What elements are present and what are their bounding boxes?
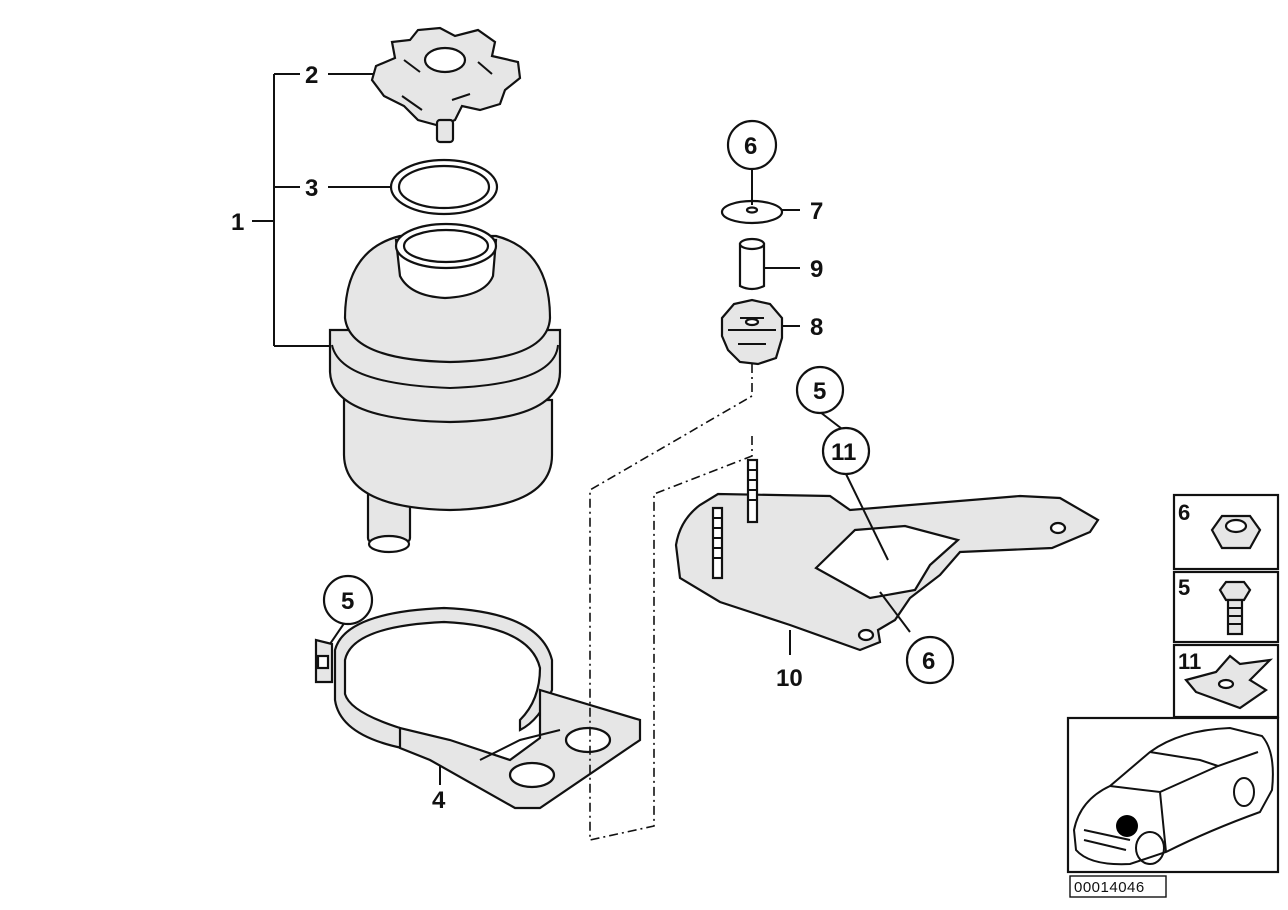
seal-ring[interactable] <box>389 158 499 216</box>
rubber-mount[interactable] <box>720 298 784 366</box>
reservoir-holder-clamp[interactable] <box>314 606 642 810</box>
callout-4[interactable]: 4 <box>432 787 446 814</box>
legend-label-11[interactable]: 11 <box>1178 649 1201 674</box>
fastener-legend: 6 5 11 <box>1172 493 1280 719</box>
hex-nut-icon <box>1210 514 1262 550</box>
reference-number: 00014046 <box>1069 875 1167 898</box>
washer[interactable] <box>720 199 784 225</box>
reference-number-text: 00014046 <box>1074 879 1145 896</box>
callout-5-bracket[interactable]: 5 <box>813 378 826 405</box>
legend-label-6[interactable]: 6 <box>1178 500 1190 525</box>
callout-3[interactable]: 3 <box>305 175 318 202</box>
callout-10[interactable]: 10 <box>776 665 803 692</box>
callout-numbers: 1 2 3 4 5 6 7 9 8 5 11 10 6 <box>231 62 935 814</box>
spring-clip-icon <box>1184 654 1274 710</box>
callout-1[interactable]: 1 <box>231 209 244 236</box>
hex-bolt-icon <box>1218 580 1252 636</box>
callout-7[interactable]: 7 <box>810 198 823 225</box>
group-bracket-lines <box>252 73 392 347</box>
callout-circles <box>322 119 955 685</box>
reservoir-cap[interactable] <box>370 26 522 144</box>
legend-label-5[interactable]: 5 <box>1178 575 1190 600</box>
car-location-icon <box>1072 726 1274 866</box>
callout-9[interactable]: 9 <box>810 256 823 283</box>
callout-6-bracket[interactable]: 6 <box>922 648 935 675</box>
expansion-tank[interactable] <box>328 222 562 554</box>
callout-8[interactable]: 8 <box>810 314 823 341</box>
callout-11-bracket[interactable]: 11 <box>831 439 856 466</box>
callout-5-clamp[interactable]: 5 <box>341 588 354 615</box>
vehicle-locator-thumbnail <box>1066 716 1280 874</box>
spacer-sleeve[interactable] <box>738 237 766 291</box>
location-marker <box>1116 815 1138 837</box>
callout-6-top[interactable]: 6 <box>744 133 757 160</box>
leader-lines <box>329 170 911 785</box>
callout-2[interactable]: 2 <box>305 62 318 89</box>
mounting-bracket[interactable] <box>674 458 1100 652</box>
